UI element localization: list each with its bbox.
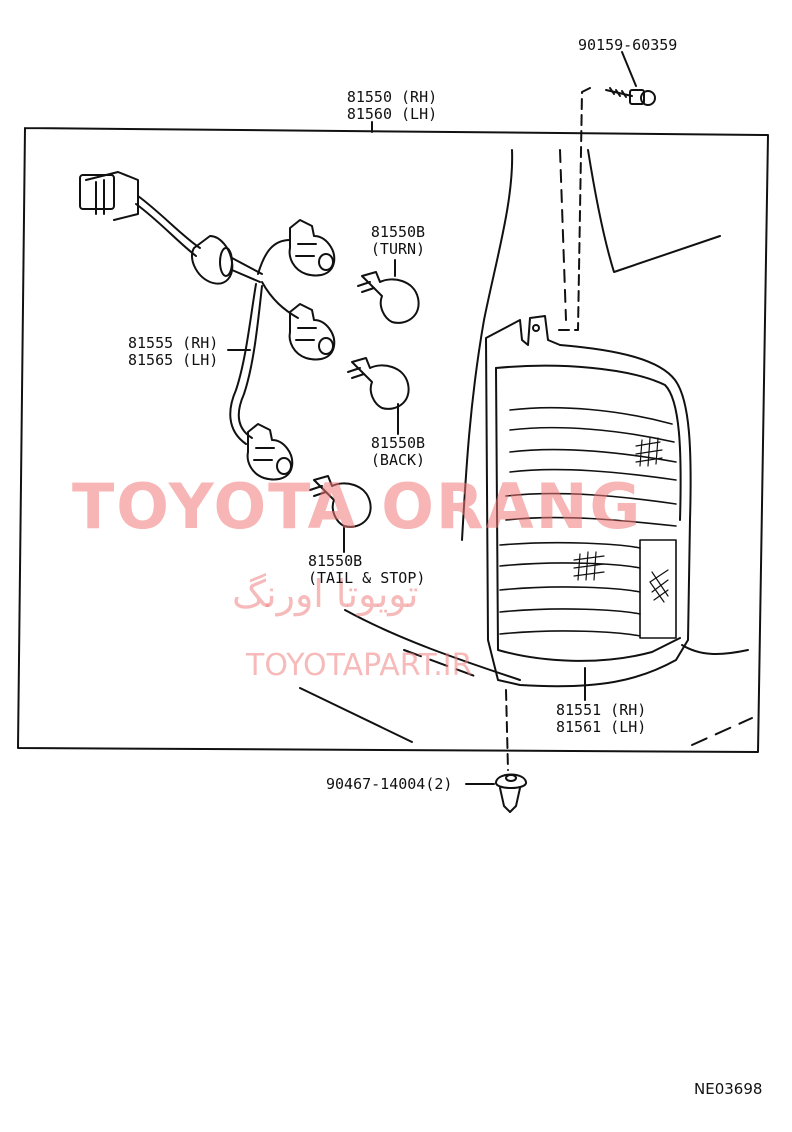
label-socket-lh: 81565 (LH) <box>128 351 219 369</box>
label-lens-lh: 81561 (LH) <box>556 718 647 736</box>
socket-bottom-icon <box>246 423 294 481</box>
bulb-turn-icon <box>357 259 420 324</box>
label-bulb-tail-desc: (TAIL & STOP) <box>308 569 426 587</box>
body-lower-curve <box>344 609 521 681</box>
label-socket: 81555 (RH) 81565 (LH) <box>128 335 218 369</box>
body-lower-line <box>299 687 413 743</box>
lamp-housing <box>485 315 692 688</box>
label-bulb-back-desc: (BACK) <box>370 451 426 469</box>
label-bolt: 90159-60359 <box>578 36 678 54</box>
body-lower-dash <box>403 649 481 679</box>
bolt-dashed-path <box>552 87 591 331</box>
body-dash-left <box>559 149 567 321</box>
label-bulb-tail-no: 81550B <box>308 552 363 570</box>
watermark-site: TOYOTAPART.IR <box>246 648 473 683</box>
lens-hatch <box>573 437 669 603</box>
assembly-frame <box>17 127 769 753</box>
body-right-dash <box>691 717 753 746</box>
watermark-brand: TOYOTA ORANG <box>72 470 643 543</box>
label-lens-rh: 81551 (RH) <box>556 701 647 719</box>
label-clip: 90467-14004(2) <box>326 775 453 793</box>
label-socket-rh: 81555 (RH) <box>128 334 219 352</box>
body-outline-upper <box>587 149 721 273</box>
body-outline-left <box>461 149 514 541</box>
socket-middle-icon <box>288 303 336 361</box>
label-bulb-back: 81550B (BACK) <box>358 435 438 469</box>
label-lens: 81551 (RH) 81561 (LH) <box>556 702 646 736</box>
body-right-curve <box>681 644 749 656</box>
label-bulb-tail: 81550B (TAIL & STOP) <box>308 553 425 587</box>
clip-dashed-path <box>505 689 509 771</box>
label-bulb-turn-desc: (TURN) <box>370 240 426 258</box>
bulb-back-icon <box>347 357 410 435</box>
bolt-icon <box>605 51 656 106</box>
label-assembly: 81550 (RH) 81560 (LH) <box>330 89 454 123</box>
bulb-tail-stop-icon <box>309 475 372 553</box>
wire-harness <box>79 171 299 445</box>
watermark-persian: تویوتا اورنگ <box>232 572 419 616</box>
diagram-code: NE03698 <box>694 1080 763 1098</box>
label-assembly-lh: 81560 (LH) <box>346 105 438 123</box>
clip-icon <box>465 773 527 813</box>
lens-ribs <box>499 406 677 639</box>
label-bulb-turn-no: 81550B <box>370 223 426 241</box>
label-bulb-turn: 81550B (TURN) <box>360 224 436 258</box>
socket-top-icon <box>288 219 336 277</box>
label-bulb-back-no: 81550B <box>370 434 426 452</box>
label-assembly-rh: 81550 (RH) <box>346 88 438 106</box>
